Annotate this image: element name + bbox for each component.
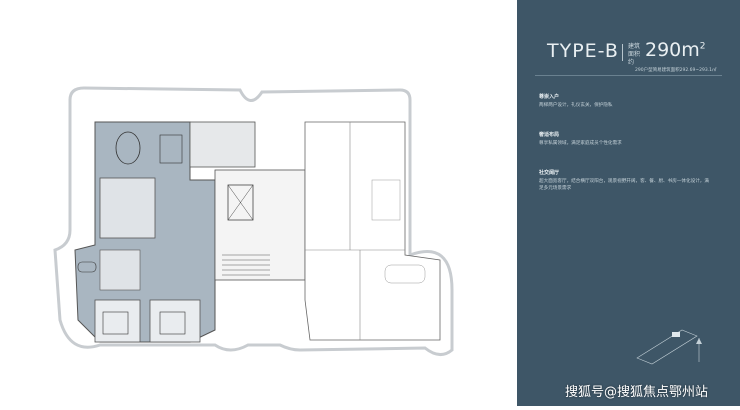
section-text: 尊享私属领域，满足家庭成员个性化需求 xyxy=(539,141,622,146)
area-label-line-2: 面积约 xyxy=(628,51,641,66)
type-title: TYPE-B xyxy=(547,40,619,62)
area-unit: 2 xyxy=(699,41,706,52)
area-number: 290m xyxy=(645,39,700,61)
area-label: 建筑 面积约 xyxy=(628,43,642,67)
floor-plan-drawing xyxy=(53,86,454,356)
floor-plan xyxy=(53,86,454,356)
panel-divider xyxy=(535,75,722,76)
section-heading: 社交阔厅 xyxy=(539,170,560,176)
section-heading: 奢适布局 xyxy=(539,132,560,138)
section-text: 两梯两户设计，礼仪玄关，保护隐私 xyxy=(539,103,613,108)
watermark: 搜狐号@搜狐焦点鄂州站 xyxy=(565,385,709,400)
area-label-line-1: 建筑 xyxy=(628,43,641,50)
site-key-map-icon xyxy=(636,329,702,365)
section-text: 超大面宽客厅，结合横厅双阳台，观景视野开阔，客、餐、厨、书房一体化设计，满足多元… xyxy=(539,179,709,191)
area-note: 290户型简易建筑面积292.69~293.1㎡ xyxy=(635,68,717,73)
area-value: 290m2 xyxy=(645,39,706,61)
title-separator xyxy=(622,44,623,61)
section-heading: 尊崇入户 xyxy=(539,94,560,100)
info-panel: TYPE-B 建筑 面积约 290m2 290户型简易建筑面积292.69~29… xyxy=(517,0,740,406)
